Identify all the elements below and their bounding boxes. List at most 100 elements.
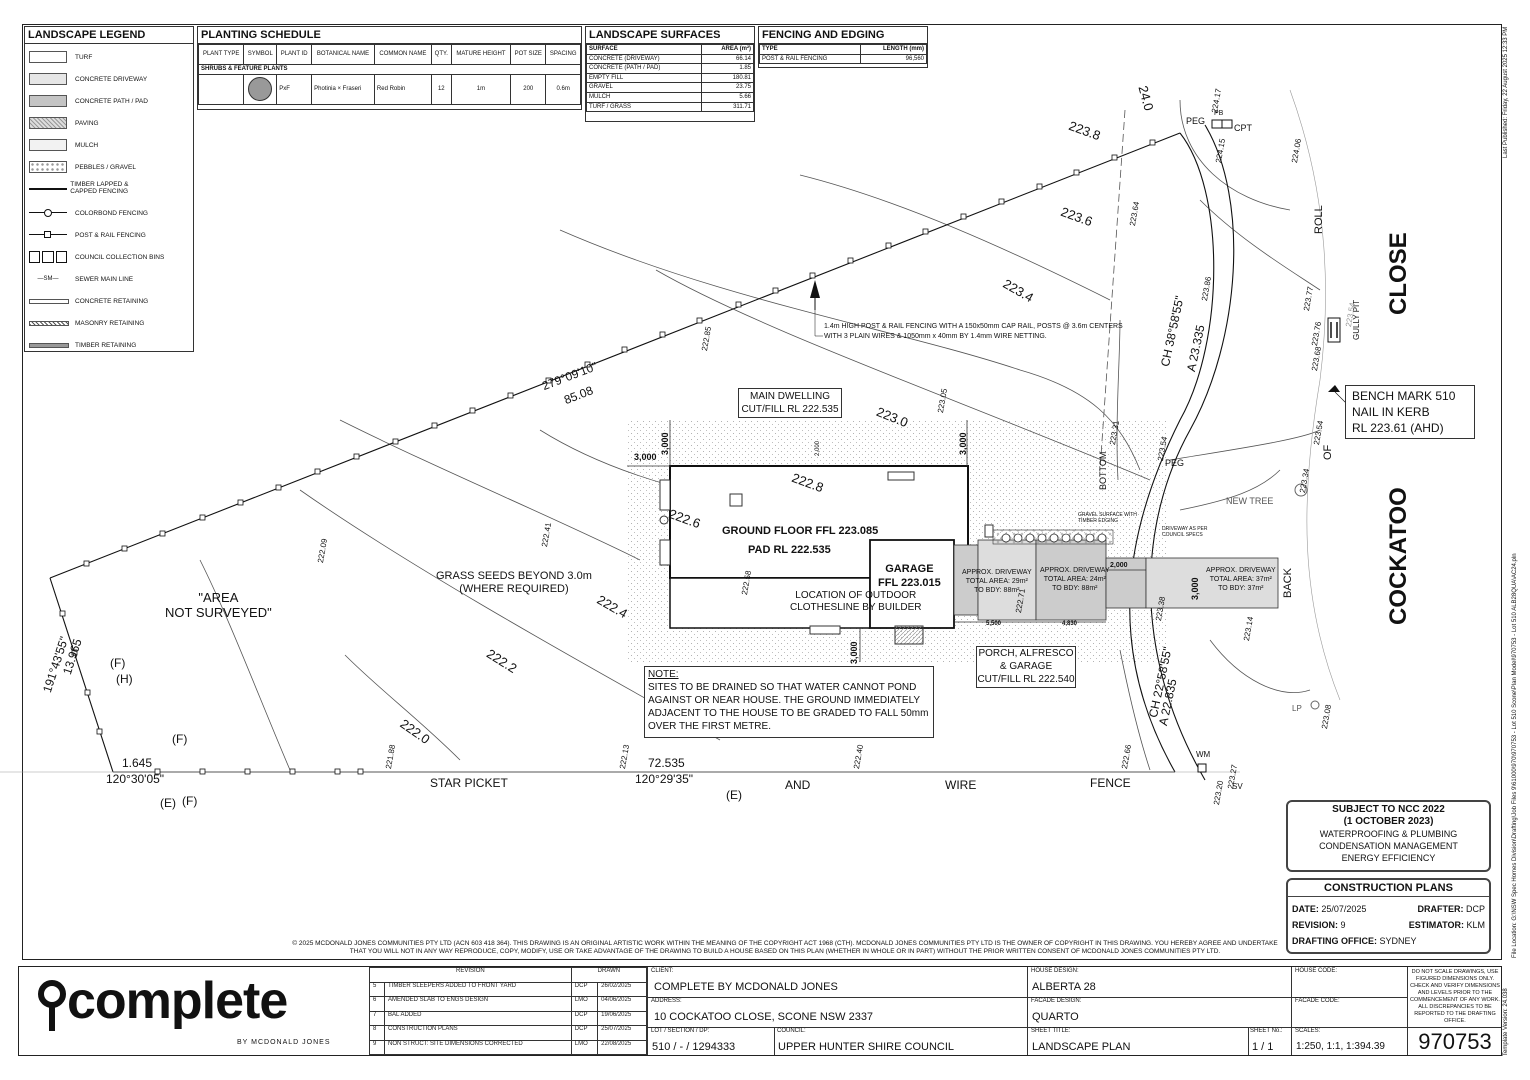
logo-tagline: BY MCDONALD JONES bbox=[237, 1039, 331, 1046]
construction-title: CONSTRUCTION PLANS bbox=[1288, 880, 1489, 897]
cpt-label: CPT bbox=[1234, 123, 1252, 133]
template-version: Template Version: 24.038 bbox=[1503, 988, 1509, 1056]
lp-label: LP bbox=[1292, 704, 1302, 713]
shrub-symbol-icon bbox=[248, 77, 273, 102]
and-label: AND bbox=[785, 778, 811, 792]
legend-item: COUNCIL COLLECTION BINS bbox=[75, 253, 165, 261]
scale-disclaimer: DO NOT SCALE DRAWINGS, USE FIGURED DIMEN… bbox=[1410, 969, 1500, 1024]
sewer-symbol: SM bbox=[43, 276, 53, 282]
mark-e: (E) bbox=[726, 788, 742, 802]
mark-f: (F) bbox=[182, 794, 198, 808]
col-header: QTY. bbox=[430, 44, 452, 65]
copyright-notice: © 2025 MCDONALD JONES COMMUNITIES PTY LT… bbox=[292, 940, 1278, 955]
pad-label: PAD RL 222.535 bbox=[748, 544, 831, 556]
published-stamp: Last Published: Friday, 22 August 2025 1… bbox=[1503, 26, 1509, 158]
legend-item: CONCRETE DRIVEWAY bbox=[75, 75, 148, 83]
client-value: COMPLETE BY MCDONALD JONES bbox=[654, 981, 838, 993]
legend-title: LANDSCAPE LEGEND bbox=[25, 27, 193, 44]
bottom-label: BOTTOM bbox=[1098, 451, 1108, 490]
dim-label: 2,000 bbox=[1110, 562, 1128, 569]
back-label: BACK bbox=[1282, 568, 1294, 598]
lot-value: 510 / - / 1294333 bbox=[652, 1041, 736, 1053]
col-header: SPACING bbox=[545, 44, 581, 65]
fence-note: 1.4m HIGH POST & RAIL FENCING WITH A 150… bbox=[824, 323, 1123, 340]
dim-label: 3,000 bbox=[958, 432, 968, 455]
star-picket-label: STAR PICKET bbox=[430, 776, 508, 790]
street-close-label: CLOSE bbox=[1385, 232, 1412, 315]
bearing-south: 120°29'35" bbox=[635, 772, 694, 786]
council-value: UPPER HUNTER SHIRE COUNCIL bbox=[778, 1041, 955, 1053]
facade-design-value: QUARTO bbox=[1032, 1011, 1079, 1023]
grass-seeds-note: GRASS SEEDS BEYOND 3.0m(WHERE REQUIRED) bbox=[436, 570, 592, 595]
dim-label: 3,000 bbox=[849, 641, 859, 664]
file-location: File Location: G:\NSW Spec Homes Divisio… bbox=[1512, 553, 1518, 958]
of-label: OF bbox=[1322, 444, 1334, 460]
peg-label: PEG bbox=[1165, 458, 1185, 468]
legend-item: TURF bbox=[75, 53, 93, 61]
legend-item: CONCRETE RETAINING bbox=[75, 297, 149, 305]
legend-item: MULCH bbox=[75, 141, 99, 149]
address-value: 10 COCKATOO CLOSE, SCONE NSW 2337 bbox=[654, 1011, 874, 1023]
house-design-value: ALBERTA 28 bbox=[1032, 981, 1096, 993]
col-header: PLANT ID bbox=[276, 44, 313, 65]
surfaces-title: LANDSCAPE SURFACES bbox=[586, 27, 754, 44]
table-row: PxF Photinia × Fraseri Red Robin 12 1m 2… bbox=[197, 73, 581, 105]
col-header: SYMBOL bbox=[243, 44, 278, 65]
dim-label: 3,000 bbox=[1190, 577, 1200, 600]
bearing-south-west: 120°30'05" bbox=[106, 772, 165, 786]
table-row: CONCRETE (PATH / PAD)1.85 bbox=[586, 63, 755, 74]
sheet-number-value: 1 / 1 bbox=[1252, 1041, 1274, 1053]
dim-label: 3,000 bbox=[660, 432, 670, 455]
section-header: SHRUBS & FEATURE PLANTS bbox=[198, 64, 581, 75]
fence-label: FENCE bbox=[1090, 776, 1131, 790]
roll-label: ROLL bbox=[1313, 205, 1325, 234]
legend-item: TIMBER LAPPED & CAPPED FENCING bbox=[70, 181, 129, 195]
logo-wordmark: complete bbox=[67, 972, 288, 1030]
peg-label: PEG bbox=[1186, 116, 1206, 126]
planting-title: PLANTING SCHEDULE bbox=[198, 27, 581, 44]
dim-label: 2,000 bbox=[815, 440, 821, 456]
legend-item: COLORBOND FENCING bbox=[75, 209, 148, 217]
keyhole-icon bbox=[38, 980, 66, 1031]
dim-label: 4,830 bbox=[1062, 621, 1078, 627]
distance-south: 72.535 bbox=[648, 756, 685, 770]
dim-label: 5,500 bbox=[986, 621, 1002, 627]
table-row: CONCRETE (DRIVEWAY)66.14 bbox=[586, 53, 755, 65]
job-number: 970753 bbox=[1408, 1027, 1502, 1056]
company-logo: complete BY MCDONALD JONES bbox=[19, 967, 370, 1055]
legend-item: PEBBLES / GRAVEL bbox=[75, 163, 136, 171]
dim-label: 3,000 bbox=[634, 452, 657, 462]
fencing-title: FENCING AND EDGING bbox=[759, 27, 927, 44]
wire-label: WIRE bbox=[945, 778, 977, 792]
mark-e: (E) bbox=[160, 796, 176, 810]
legend-item: TIMBER RETAINING bbox=[75, 341, 137, 349]
drawing-frame bbox=[22, 24, 1502, 960]
street-cockatoo-label: COCKATOO bbox=[1385, 487, 1412, 625]
col-header: COMMON NAME bbox=[373, 44, 432, 65]
legend-item: SEWER MAIN LINE bbox=[75, 275, 134, 283]
landscape-legend: LANDSCAPE LEGEND TURF CONCRETE DRIVEWAY … bbox=[24, 26, 194, 352]
legend-item: MASONRY RETAINING bbox=[75, 319, 145, 327]
col-header: POT SIZE bbox=[510, 44, 547, 65]
